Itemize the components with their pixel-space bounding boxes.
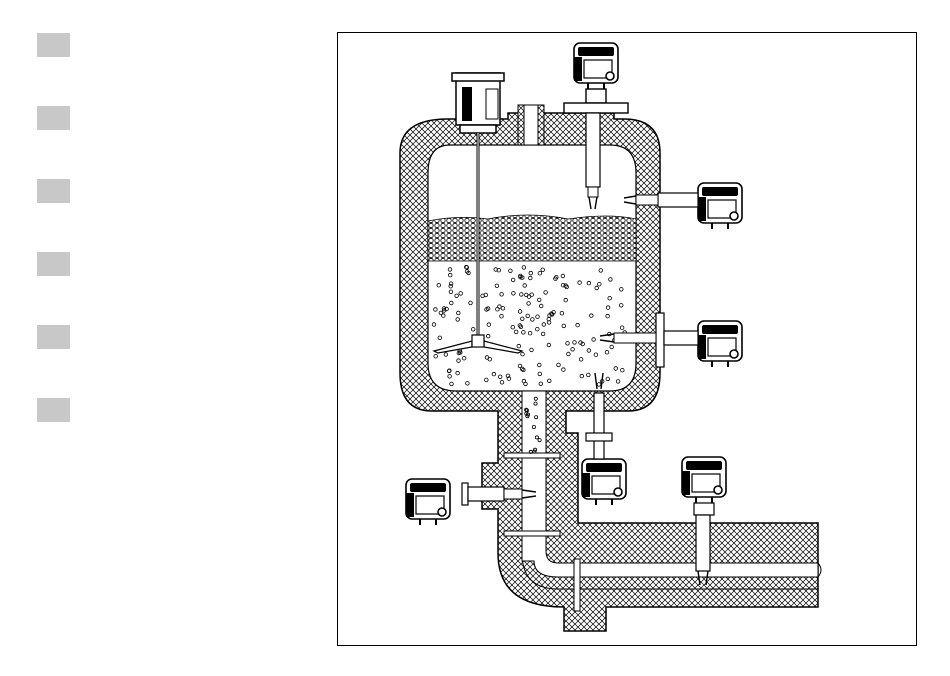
tank-diagram	[338, 33, 918, 647]
marker-5	[37, 325, 70, 349]
marker-6	[37, 398, 70, 422]
figure-frame	[337, 32, 917, 646]
marker-3	[37, 179, 70, 203]
agitator-motor	[452, 73, 504, 133]
marker-2	[37, 106, 70, 130]
marker-1	[37, 33, 70, 57]
foam-layer	[428, 215, 636, 261]
marker-4	[37, 252, 70, 276]
